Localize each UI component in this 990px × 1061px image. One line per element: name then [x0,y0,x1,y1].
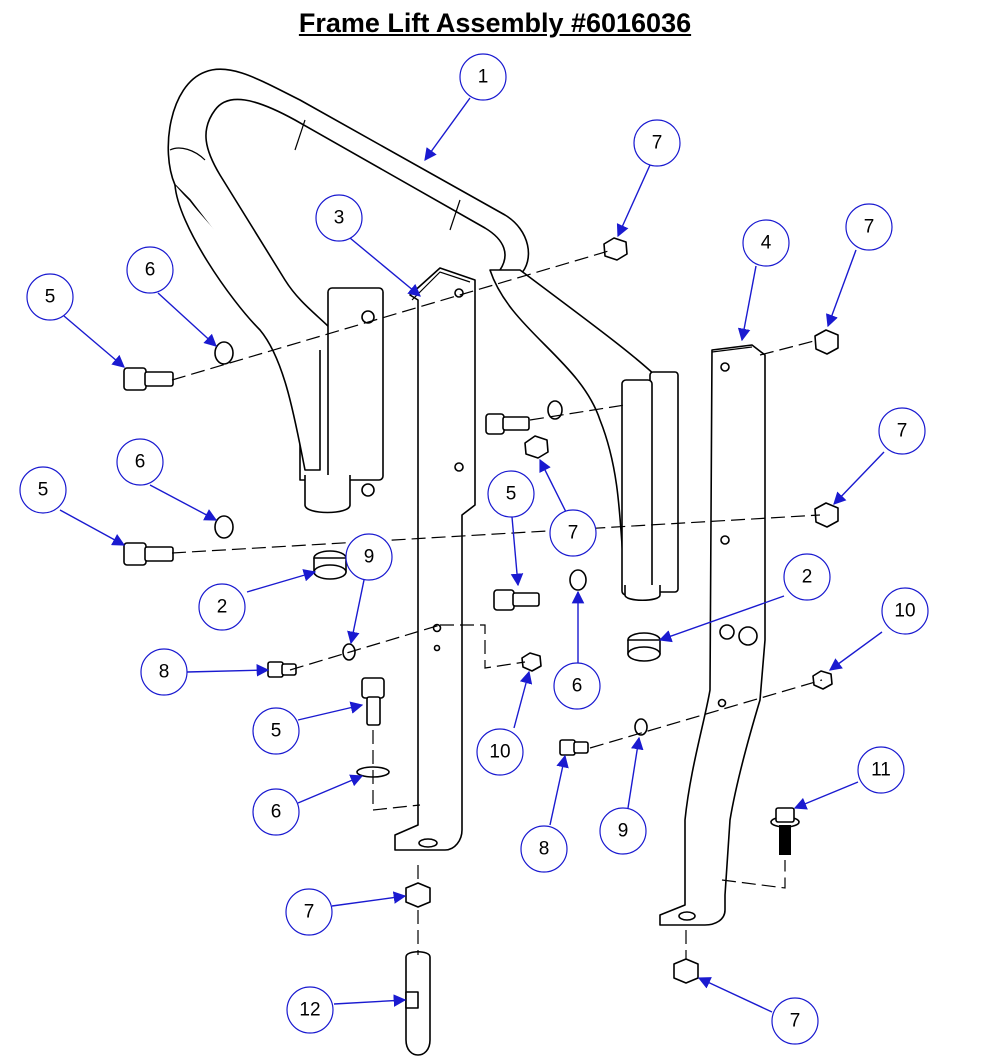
bolt-left-lower [123,542,174,566]
callout-c2b-label: 2 [802,567,813,588]
callout-c5a: 5 [26,273,74,321]
callout-c5d-label: 5 [271,721,282,742]
washer-left-lower [214,515,234,539]
small-nut-right [812,670,833,690]
callout-c7c-label: 7 [897,421,908,442]
nut-right-lower [814,502,839,528]
callout-c3: 3 [315,194,363,242]
callout-c12: 12 [286,986,334,1034]
nut-center-upper [524,435,549,459]
bolt-center-upper [485,413,530,435]
washer-center-lower [569,569,587,591]
callout-c10a: 10 [476,728,524,776]
callout-c7f-label: 7 [790,1011,801,1032]
small-bolt-right [559,739,589,756]
callout-c7d: 7 [549,509,597,557]
callout-c3-label: 3 [334,208,345,229]
callout-c9b-label: 9 [618,821,629,842]
plug-right [627,632,661,662]
callout-c4: 4 [742,219,790,267]
callout-c7c: 7 [878,407,926,455]
callout-c9a: 9 [345,533,393,581]
callout-c6d-label: 6 [271,802,282,823]
callout-c7b-label: 7 [864,217,875,238]
nut-bottom-left [405,882,431,908]
callout-c7e: 7 [285,888,333,936]
callout-c7f: 7 [771,997,819,1045]
diagram-title: Frame Lift Assembly #6016036 [298,8,692,38]
callout-c9b: 9 [599,807,647,855]
callout-c7d-label: 7 [568,523,579,544]
callout-c9a-label: 9 [364,547,375,568]
small-nut-center [521,652,542,672]
left-bracket-part [394,267,476,851]
callout-c8a-label: 8 [159,662,170,683]
callout-c6a: 6 [126,246,174,294]
callout-c1-label: 1 [478,67,489,88]
assembly-centerlines [171,249,823,960]
callout-c10b: 10 [881,587,929,635]
bolt-center-lower [493,589,540,611]
callout-c6b: 6 [116,438,164,486]
callout-c1: 1 [459,53,507,101]
callout-c7a: 7 [633,119,681,167]
callout-c11-label: 11 [871,760,891,781]
callout-c8a: 8 [140,648,188,696]
callout-c6d: 6 [252,788,300,836]
callout-c5d: 5 [252,707,300,755]
callout-c5b-label: 5 [38,480,49,501]
callout-c8b: 8 [520,825,568,873]
callout-c2a-label: 2 [217,597,228,618]
plug-left [313,550,347,580]
pin-part [405,950,431,1056]
small-washer-right [634,718,648,736]
callout-c2b: 2 [783,553,831,601]
nut-right-upper [814,329,839,355]
callout-c5c-label: 5 [506,484,517,505]
callout-c5c: 5 [487,470,535,518]
callout-c6a-label: 6 [145,260,156,281]
callout-c11: 11 [857,746,905,794]
callout-c10b-label: 10 [894,601,915,622]
callout-c7e-label: 7 [304,902,315,923]
handle-frame-part [167,68,679,602]
nut-top [603,237,628,261]
washer-left-upper [214,341,234,365]
callout-c5a-label: 5 [45,287,56,308]
callout-c7b: 7 [845,203,893,251]
callout-c10a-label: 10 [489,742,510,763]
bolt-left-upper [123,367,174,391]
right-bracket-part [659,344,766,926]
callout-c6c-label: 6 [572,676,583,697]
callout-c7a-label: 7 [652,133,663,154]
callout-c2a: 2 [198,583,246,631]
small-bolt-left [267,661,297,678]
flange-bolt [770,807,800,855]
callout-c8b-label: 8 [539,839,550,860]
callout-c6c: 6 [553,662,601,710]
nut-bottom-right [673,958,699,984]
callout-c12-label: 12 [299,1000,320,1021]
callout-leaders [59,97,885,1013]
callout-c6b-label: 6 [135,452,146,473]
callout-c5b: 5 [19,466,67,514]
bolt-vertical [361,677,385,726]
callout-c4-label: 4 [761,233,772,254]
washer-center-upper [547,400,563,420]
